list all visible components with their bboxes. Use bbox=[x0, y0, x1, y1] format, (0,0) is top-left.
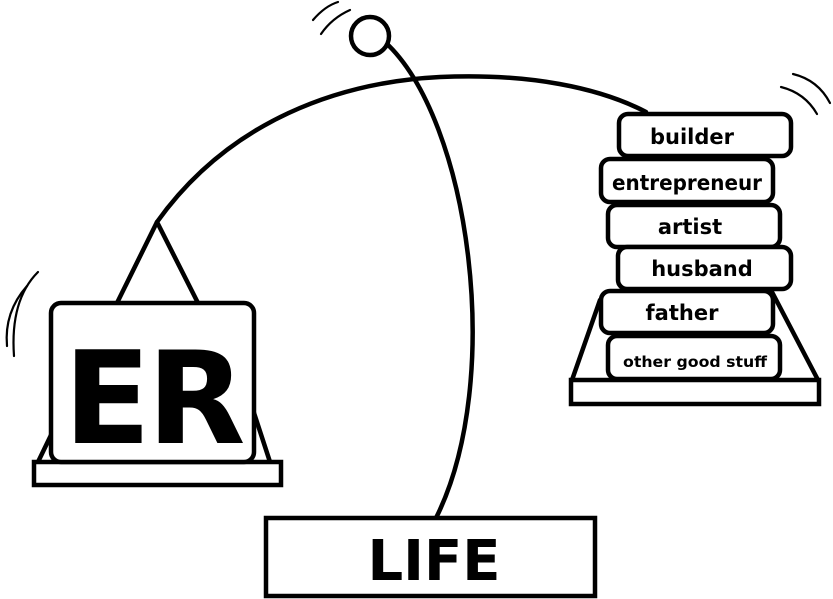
life-base-box bbox=[263, 515, 598, 599]
block-builder-label: builder bbox=[650, 125, 735, 149]
right-pan-tray bbox=[568, 377, 822, 407]
block-entrepreneur-label: entrepreneur bbox=[612, 171, 763, 195]
right-pan-motion-marks bbox=[779, 72, 832, 116]
right-pan-strings bbox=[569, 289, 821, 383]
scale-post bbox=[382, 39, 475, 521]
block-other-good-stuff bbox=[605, 333, 783, 382]
pivot-knob bbox=[348, 14, 392, 58]
block-entrepreneur bbox=[598, 156, 776, 205]
block-father bbox=[598, 288, 776, 336]
left-pan: ER bbox=[31, 219, 284, 488]
block-builder bbox=[616, 111, 794, 159]
block-artist-label: artist bbox=[658, 215, 722, 239]
er-label: ER bbox=[64, 325, 243, 474]
scale-base: LIFE bbox=[263, 515, 598, 599]
left-pan-hanger bbox=[114, 219, 201, 306]
pivot-motion-marks bbox=[311, 0, 352, 36]
left-pan-motion-marks bbox=[5, 270, 40, 358]
life-label: LIFE bbox=[367, 529, 500, 594]
block-husband-label: husband bbox=[651, 257, 753, 281]
block-father-label: father bbox=[646, 301, 720, 325]
block-other-good-stuff-label: other good stuff bbox=[623, 353, 768, 371]
right-pan: builder entrepreneur artist husband fath… bbox=[568, 111, 822, 407]
er-block bbox=[48, 300, 257, 465]
balance-arm bbox=[154, 74, 649, 225]
